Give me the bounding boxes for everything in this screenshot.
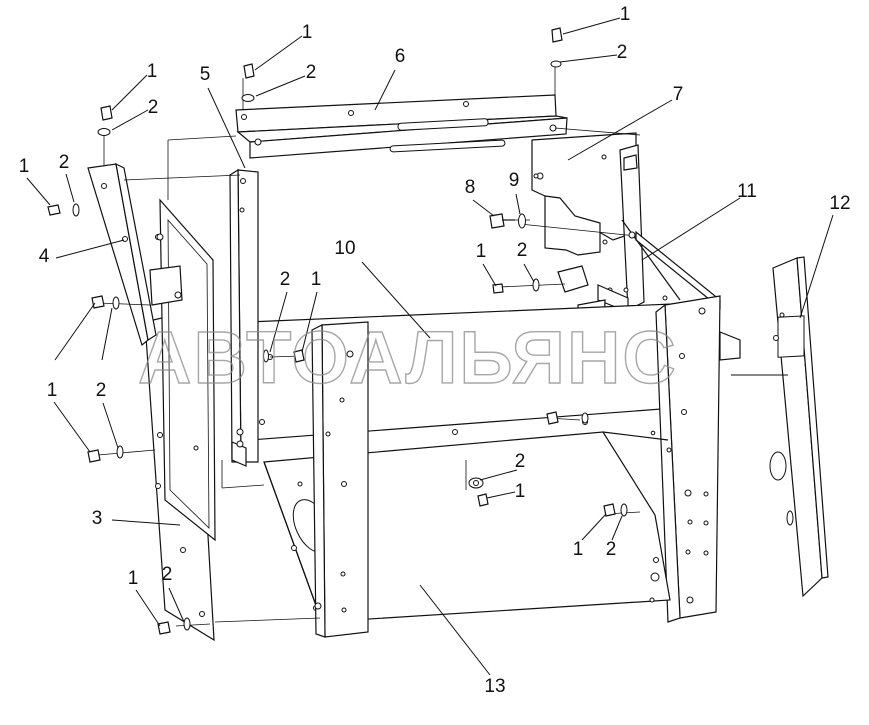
callout-c1i: 1	[573, 539, 584, 560]
callout-c2j: 2	[162, 564, 173, 585]
part-5-vertical-post	[229, 168, 259, 467]
callout-c3: 3	[92, 508, 103, 529]
callout-c1f: 1	[311, 269, 322, 290]
part-11-right-upright	[650, 295, 741, 623]
callout-c1j: 1	[128, 568, 139, 589]
fasteners	[47, 27, 660, 635]
watermark-text: АВТОАЛЬЯНС	[138, 316, 678, 399]
callout-c2e: 2	[517, 240, 528, 261]
callout-c12: 12	[829, 193, 850, 214]
callout-c11: 11	[737, 181, 757, 202]
part-7-bracket	[531, 132, 637, 293]
callout-c1c: 1	[147, 61, 158, 82]
callout-c6: 6	[395, 46, 406, 67]
callout-c10: 10	[334, 238, 355, 259]
callout-c2c: 2	[148, 97, 159, 118]
callout-c1a: 1	[620, 4, 631, 25]
callout-c2d: 2	[59, 152, 70, 173]
left-front-upright	[311, 321, 369, 638]
callout-c9: 9	[509, 170, 520, 191]
callout-c2b: 2	[306, 62, 317, 83]
leader-lines	[26, 17, 834, 676]
callout-c1h: 1	[515, 481, 526, 502]
part-4-left-bar	[87, 162, 183, 347]
callout-c8: 8	[465, 177, 476, 198]
callout-c4: 4	[39, 246, 50, 267]
callout-c2a: 2	[617, 42, 628, 63]
callout-c2f: 2	[280, 269, 291, 290]
callout-c2h: 2	[515, 451, 526, 472]
part-6-top-bar	[235, 94, 568, 159]
callout-c1e: 1	[476, 241, 487, 262]
callout-c2i: 2	[606, 539, 617, 560]
callout-c5: 5	[200, 64, 211, 85]
part-12-side-plate	[731, 256, 829, 598]
callout-c13: 13	[484, 676, 505, 697]
callout-c7: 7	[673, 84, 684, 105]
callout-c1d: 1	[19, 156, 30, 177]
callout-c1b: 1	[302, 22, 313, 43]
callout-c1g: 1	[47, 380, 58, 401]
callout-c2g: 2	[96, 380, 107, 401]
